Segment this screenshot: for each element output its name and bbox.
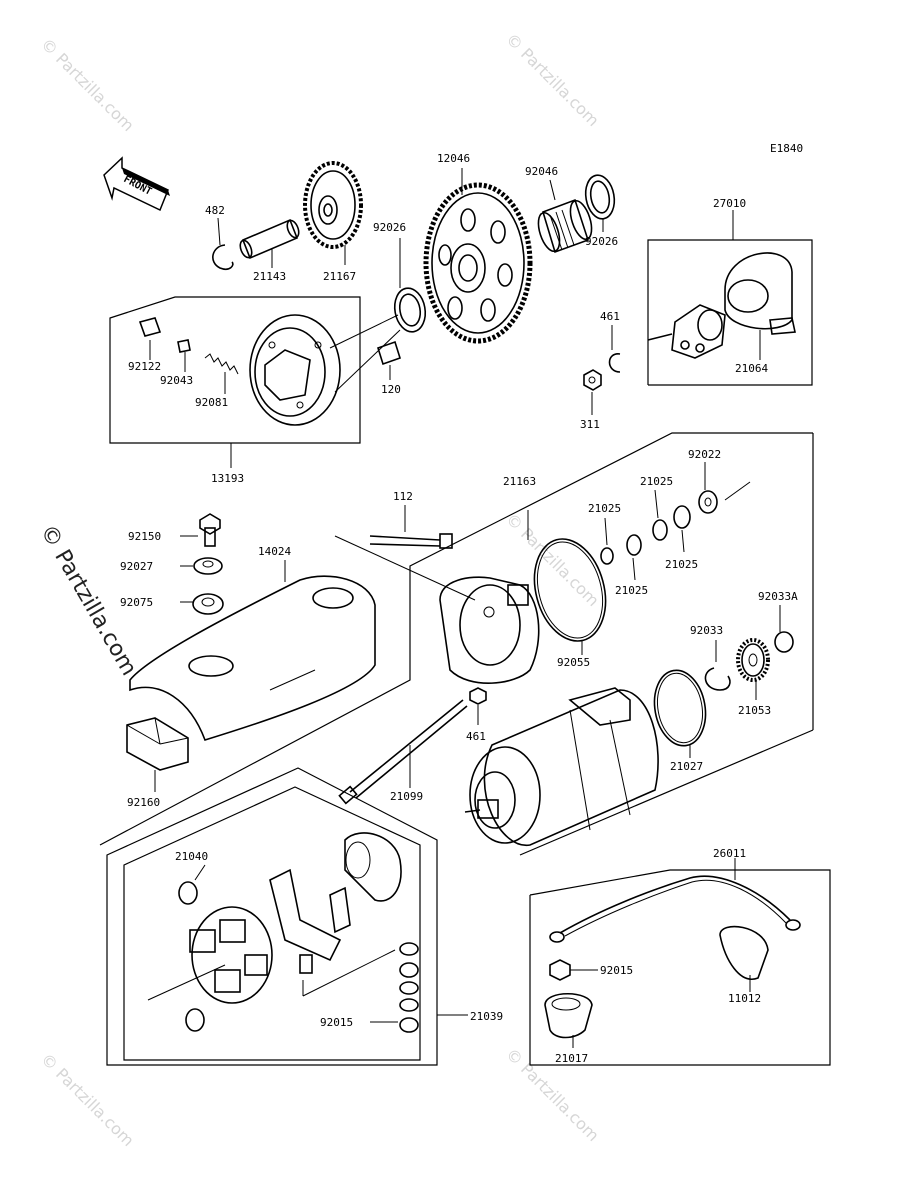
label-92043: 92043 bbox=[160, 374, 193, 387]
part-21143-shaft bbox=[239, 218, 300, 268]
label-461-top: 461 bbox=[600, 310, 620, 323]
part-92075-grommet bbox=[180, 593, 224, 615]
label-21039: 21039 bbox=[470, 1010, 503, 1023]
label-112: 112 bbox=[393, 490, 413, 503]
part-92033-clip bbox=[704, 640, 731, 691]
label-21017: 21017 bbox=[555, 1052, 588, 1065]
box-13193 bbox=[109, 296, 401, 468]
label-92015-right: 92015 bbox=[600, 964, 633, 977]
label-92055: 92055 bbox=[557, 656, 590, 669]
diagram-code: E1840 bbox=[770, 142, 803, 155]
label-21163: 21163 bbox=[503, 475, 536, 488]
label-12046: 12046 bbox=[437, 152, 470, 165]
label-21027: 21027 bbox=[670, 760, 703, 773]
part-92160-pad bbox=[126, 717, 189, 792]
watermark-tr: © Partzilla.com bbox=[502, 29, 603, 130]
part-112-bolt bbox=[334, 505, 476, 601]
label-92026-right: 92026 bbox=[585, 235, 618, 248]
label-461-mid: 461 bbox=[466, 730, 486, 743]
label-92022: 92022 bbox=[688, 448, 721, 461]
label-26011: 26011 bbox=[713, 847, 746, 860]
label-21025-d: 21025 bbox=[665, 558, 698, 571]
part-21163-end-cover bbox=[439, 510, 540, 684]
part-92027-grommet bbox=[180, 557, 223, 575]
front-arrow-icon: FRONT bbox=[103, 156, 170, 212]
box-21163-bottom bbox=[519, 729, 814, 856]
box-26011 bbox=[529, 858, 831, 1066]
part-21167-gear bbox=[303, 161, 363, 265]
part-12046-gear bbox=[423, 168, 533, 344]
box-21039 bbox=[106, 767, 468, 1066]
watermark-mid: © Partzilla.com bbox=[502, 509, 603, 610]
label-92027: 92027 bbox=[120, 560, 153, 573]
label-21099: 21099 bbox=[390, 790, 423, 803]
part-21099-bolt bbox=[338, 699, 468, 805]
label-92026-left: 92026 bbox=[373, 221, 406, 234]
label-92122: 92122 bbox=[128, 360, 161, 373]
label-21025-a: 21025 bbox=[588, 502, 621, 515]
part-311-nut bbox=[583, 369, 602, 415]
label-92075: 92075 bbox=[120, 596, 153, 609]
part-482-clip bbox=[212, 217, 234, 270]
part-92026-washer-left bbox=[393, 238, 427, 333]
part-461-nut-mid bbox=[469, 687, 487, 725]
box-27010 bbox=[647, 210, 813, 386]
label-92081: 92081 bbox=[195, 396, 228, 409]
label-21143: 21143 bbox=[253, 270, 286, 283]
label-92015-bottom: 92015 bbox=[320, 1016, 353, 1029]
label-92160: 92160 bbox=[127, 796, 160, 809]
label-311: 311 bbox=[580, 418, 600, 431]
label-120: 120 bbox=[381, 383, 401, 396]
box-21163 bbox=[99, 432, 813, 846]
part-21025-washers bbox=[600, 462, 751, 581]
part-92055-oring bbox=[533, 538, 607, 655]
label-11012: 11012 bbox=[728, 992, 761, 1005]
label-21025-c: 21025 bbox=[615, 584, 648, 597]
label-92033: 92033 bbox=[690, 624, 723, 637]
watermark-tl: © Partzilla.com bbox=[37, 34, 138, 135]
label-21064: 21064 bbox=[735, 362, 768, 375]
part-starter-motor bbox=[464, 687, 659, 846]
label-21025-b: 21025 bbox=[640, 475, 673, 488]
label-13193: 13193 bbox=[211, 472, 244, 485]
label-27010: 27010 bbox=[713, 197, 746, 210]
label-482: 482 bbox=[205, 204, 225, 217]
part-21053-gear bbox=[736, 638, 770, 700]
label-92046: 92046 bbox=[525, 165, 558, 178]
part-21027-oring bbox=[653, 669, 707, 758]
label-14024: 14024 bbox=[258, 545, 291, 558]
label-92150: 92150 bbox=[128, 530, 161, 543]
label-21040: 21040 bbox=[175, 850, 208, 863]
part-92033A-clip bbox=[774, 605, 794, 653]
part-14024-cover bbox=[129, 560, 376, 741]
label-21167: 21167 bbox=[323, 270, 356, 283]
part-92046-bearing bbox=[537, 179, 593, 254]
part-92026-washer-right bbox=[584, 174, 616, 232]
part-461-clip-top bbox=[608, 325, 621, 373]
label-21053: 21053 bbox=[738, 704, 771, 717]
label-92033A: 92033A bbox=[758, 590, 798, 603]
part-92150-bolt bbox=[180, 513, 221, 547]
